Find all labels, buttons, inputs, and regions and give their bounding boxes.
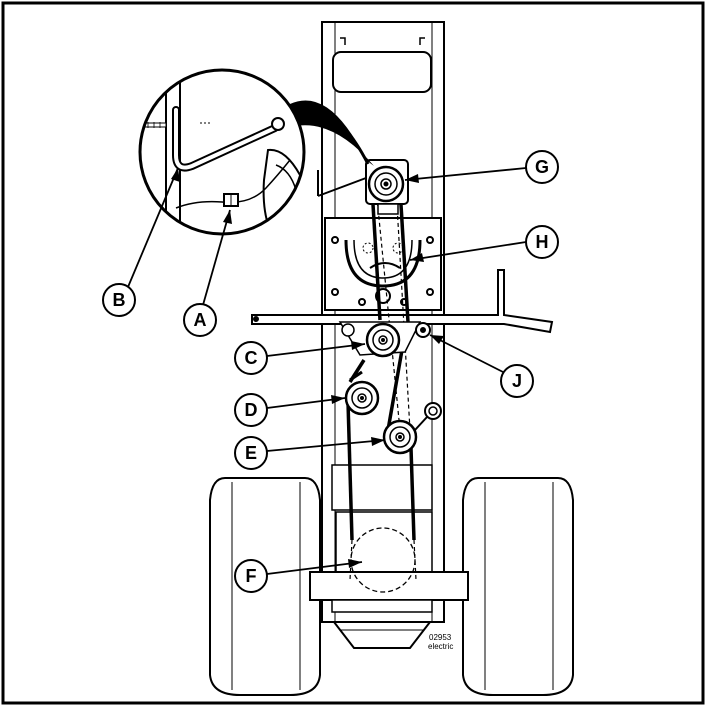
- svg-text:H: H: [536, 232, 549, 252]
- svg-text:E: E: [245, 443, 257, 463]
- callout-d: D: [234, 393, 268, 427]
- pulley-d: [344, 370, 380, 416]
- upper-mount-plate: [324, 217, 442, 311]
- pulley-c: [338, 321, 422, 358]
- pulley-e: [382, 402, 442, 455]
- svg-text:A: A: [194, 310, 207, 330]
- pulley-j: [341, 322, 431, 338]
- callout-g: G: [525, 150, 559, 184]
- right-wheel: [462, 477, 574, 696]
- handle-slot: [332, 51, 432, 93]
- svg-text:J: J: [512, 371, 522, 391]
- drive-belts: [346, 187, 417, 581]
- svg-text:F: F: [246, 566, 257, 586]
- svg-text:G: G: [535, 157, 549, 177]
- figure-caption-word: electric: [428, 642, 453, 651]
- lower-deck: [309, 464, 469, 649]
- callout-h: H: [525, 225, 559, 259]
- callout-a: A: [183, 303, 217, 337]
- callout-f: F: [234, 559, 268, 593]
- figure-number: 02953: [429, 633, 452, 642]
- callout-c: C: [234, 341, 268, 375]
- callout-j: J: [500, 364, 534, 398]
- svg-text:B: B: [113, 290, 126, 310]
- left-wheel: [209, 477, 321, 696]
- leader-arrowheads: [171, 168, 444, 568]
- leader-lines: [127, 167, 527, 575]
- svg-text:C: C: [245, 348, 258, 368]
- pulley-g: [317, 159, 409, 215]
- callout-e: E: [234, 436, 268, 470]
- svg-text:D: D: [245, 400, 258, 420]
- callout-b: B: [102, 283, 136, 317]
